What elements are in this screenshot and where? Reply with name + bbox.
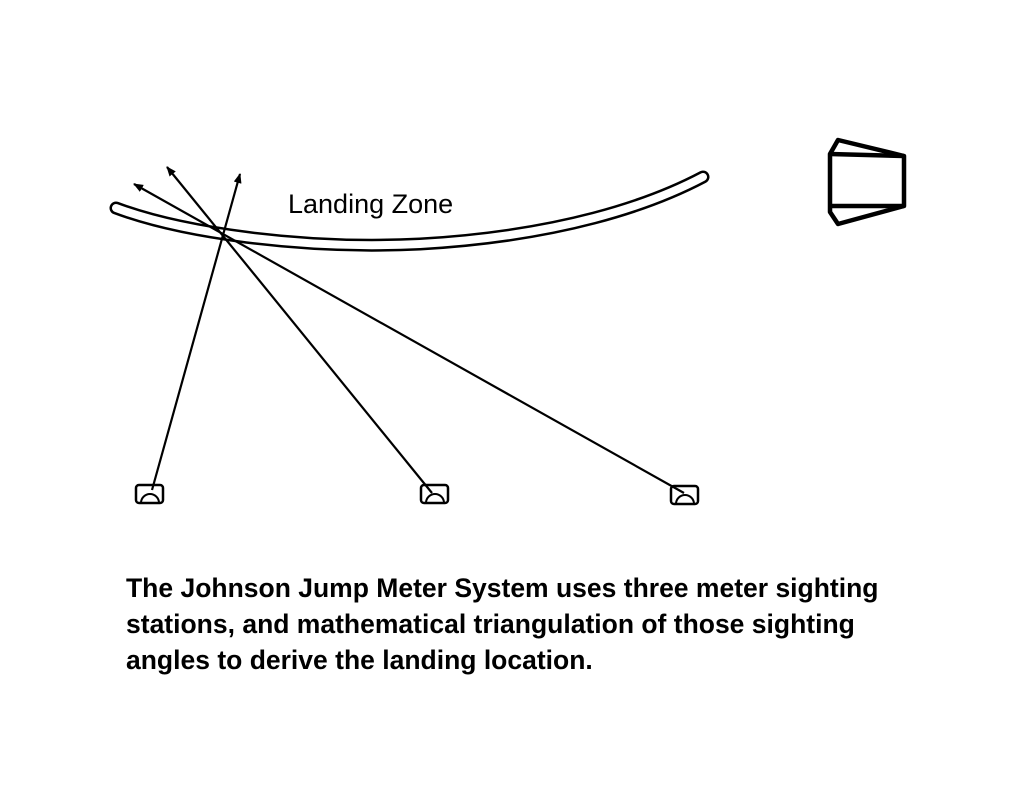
sighting-line-left [150, 173, 242, 491]
sighting-station-icon [419, 483, 450, 505]
caption-text: The Johnson Jump Meter System uses three… [126, 573, 879, 675]
sighting-line-middle [166, 166, 433, 494]
ramp-icon [827, 137, 907, 227]
landing-zone-band [109, 170, 710, 252]
station-middle [419, 483, 450, 505]
sighting-station-icon [669, 484, 700, 506]
station-right [669, 484, 700, 506]
landing-zone-label: Landing Zone [288, 189, 453, 219]
sighting-station-icon [134, 483, 165, 505]
station-left [134, 483, 165, 505]
sighting-line-right [133, 183, 685, 494]
